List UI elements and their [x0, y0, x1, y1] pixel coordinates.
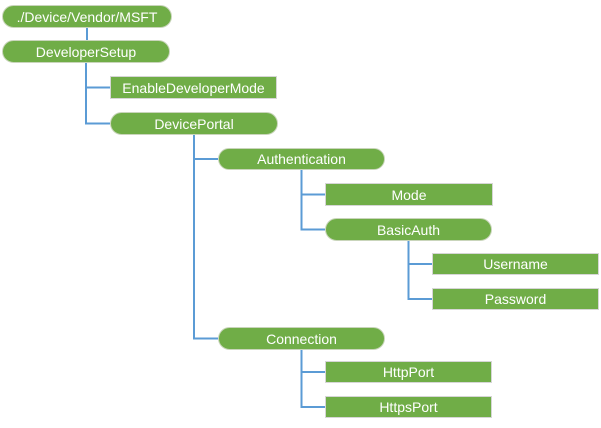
connector-authentication-basicauth	[300, 169, 325, 231]
tree-node-label: BasicAuth	[376, 221, 441, 238]
tree-node-label: Username	[483, 256, 548, 272]
connector-basicauth-password	[407, 240, 432, 300]
tree-node-httpport: HttpPort	[325, 361, 492, 383]
connector-authentication-mode	[300, 169, 325, 196]
tree-node-developersetup: DeveloperSetup	[2, 40, 170, 63]
tree-node-label: Authentication	[257, 151, 346, 167]
tree-node-httpsport: HttpsPort	[325, 396, 492, 418]
tree-node-label: EnableDeveloperMode	[122, 79, 265, 96]
tree-node-password: Password	[432, 288, 599, 310]
tree-node-label: HttpsPort	[379, 399, 438, 415]
tree-node-deviceportal: DevicePortal	[110, 112, 278, 135]
tree-node-basicauth: BasicAuth	[325, 218, 492, 241]
tree-node-label: DevicePortal	[154, 115, 234, 132]
tree-node-label: HttpPort	[382, 364, 435, 380]
tree-node-username: Username	[432, 253, 599, 275]
tree-node-label: ./Device/Vendor/MSFT	[16, 8, 158, 25]
tree-node-label: Connection	[266, 330, 337, 347]
tree-node-authentication: Authentication	[218, 148, 385, 170]
tree-node-mode: Mode	[325, 183, 493, 206]
tree-node-label: Password	[484, 291, 547, 307]
connector-deviceportal-connection	[193, 134, 218, 340]
tree-node-root: ./Device/Vendor/MSFT	[2, 5, 172, 28]
connector-connection-httpport	[300, 349, 325, 373]
connector-deviceportal-authentication	[193, 134, 218, 160]
connector-developersetup-deviceportal	[85, 62, 110, 125]
tree-node-label: DeveloperSetup	[35, 43, 137, 60]
tree-node-enabledevelopermode: EnableDeveloperMode	[110, 76, 277, 99]
tree-node-connection: Connection	[218, 327, 385, 350]
connector-basicauth-username	[407, 240, 432, 265]
connector-connection-httpsport	[300, 349, 325, 408]
tree-node-label: Mode	[391, 186, 427, 203]
connector-developersetup-enabledevelopermode	[85, 62, 110, 89]
